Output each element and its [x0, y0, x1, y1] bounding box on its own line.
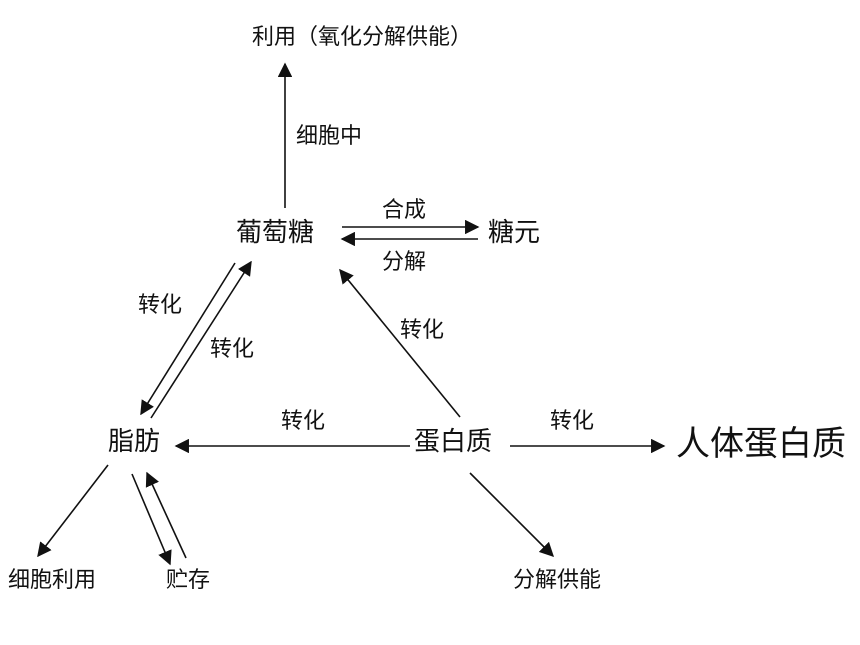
node-storage: 贮存 [166, 568, 211, 593]
label-convert-protein-human: 转化 [550, 409, 595, 434]
arrow-protein-to-glucose [339, 268, 461, 418]
label-convert-protein-fat: 转化 [281, 409, 326, 434]
label-convert-glucose-fat: 转化 [138, 293, 183, 318]
label-in-cell: 细胞中 [296, 124, 363, 149]
node-glucose: 葡萄糖 [236, 218, 315, 248]
node-human-protein: 人体蛋白质 [676, 424, 846, 464]
node-glycogen: 糖元 [488, 218, 541, 248]
label-synthesis: 合成 [382, 198, 427, 223]
label-decompose: 分解 [382, 250, 427, 275]
arrow-glucose-to-fat [140, 262, 236, 416]
arrow-storage-to-fat [145, 471, 187, 559]
arrow-fat-to-storage [131, 473, 172, 566]
label-convert-protein-glucose: 转化 [400, 318, 445, 343]
arrow-fat-to-cell-use [37, 464, 109, 558]
node-protein: 蛋白质 [414, 427, 493, 457]
node-decompose-energy: 分解供能 [513, 568, 602, 593]
node-cell-use: 细胞利用 [8, 568, 97, 593]
label-convert-fat-glucose: 转化 [210, 337, 255, 362]
arrow-protein-to-energy [469, 472, 555, 558]
node-use-oxidation: 利用（氧化分解供能） [252, 25, 473, 50]
arrow-fat-to-glucose [150, 260, 252, 419]
node-fat: 脂肪 [108, 427, 161, 457]
